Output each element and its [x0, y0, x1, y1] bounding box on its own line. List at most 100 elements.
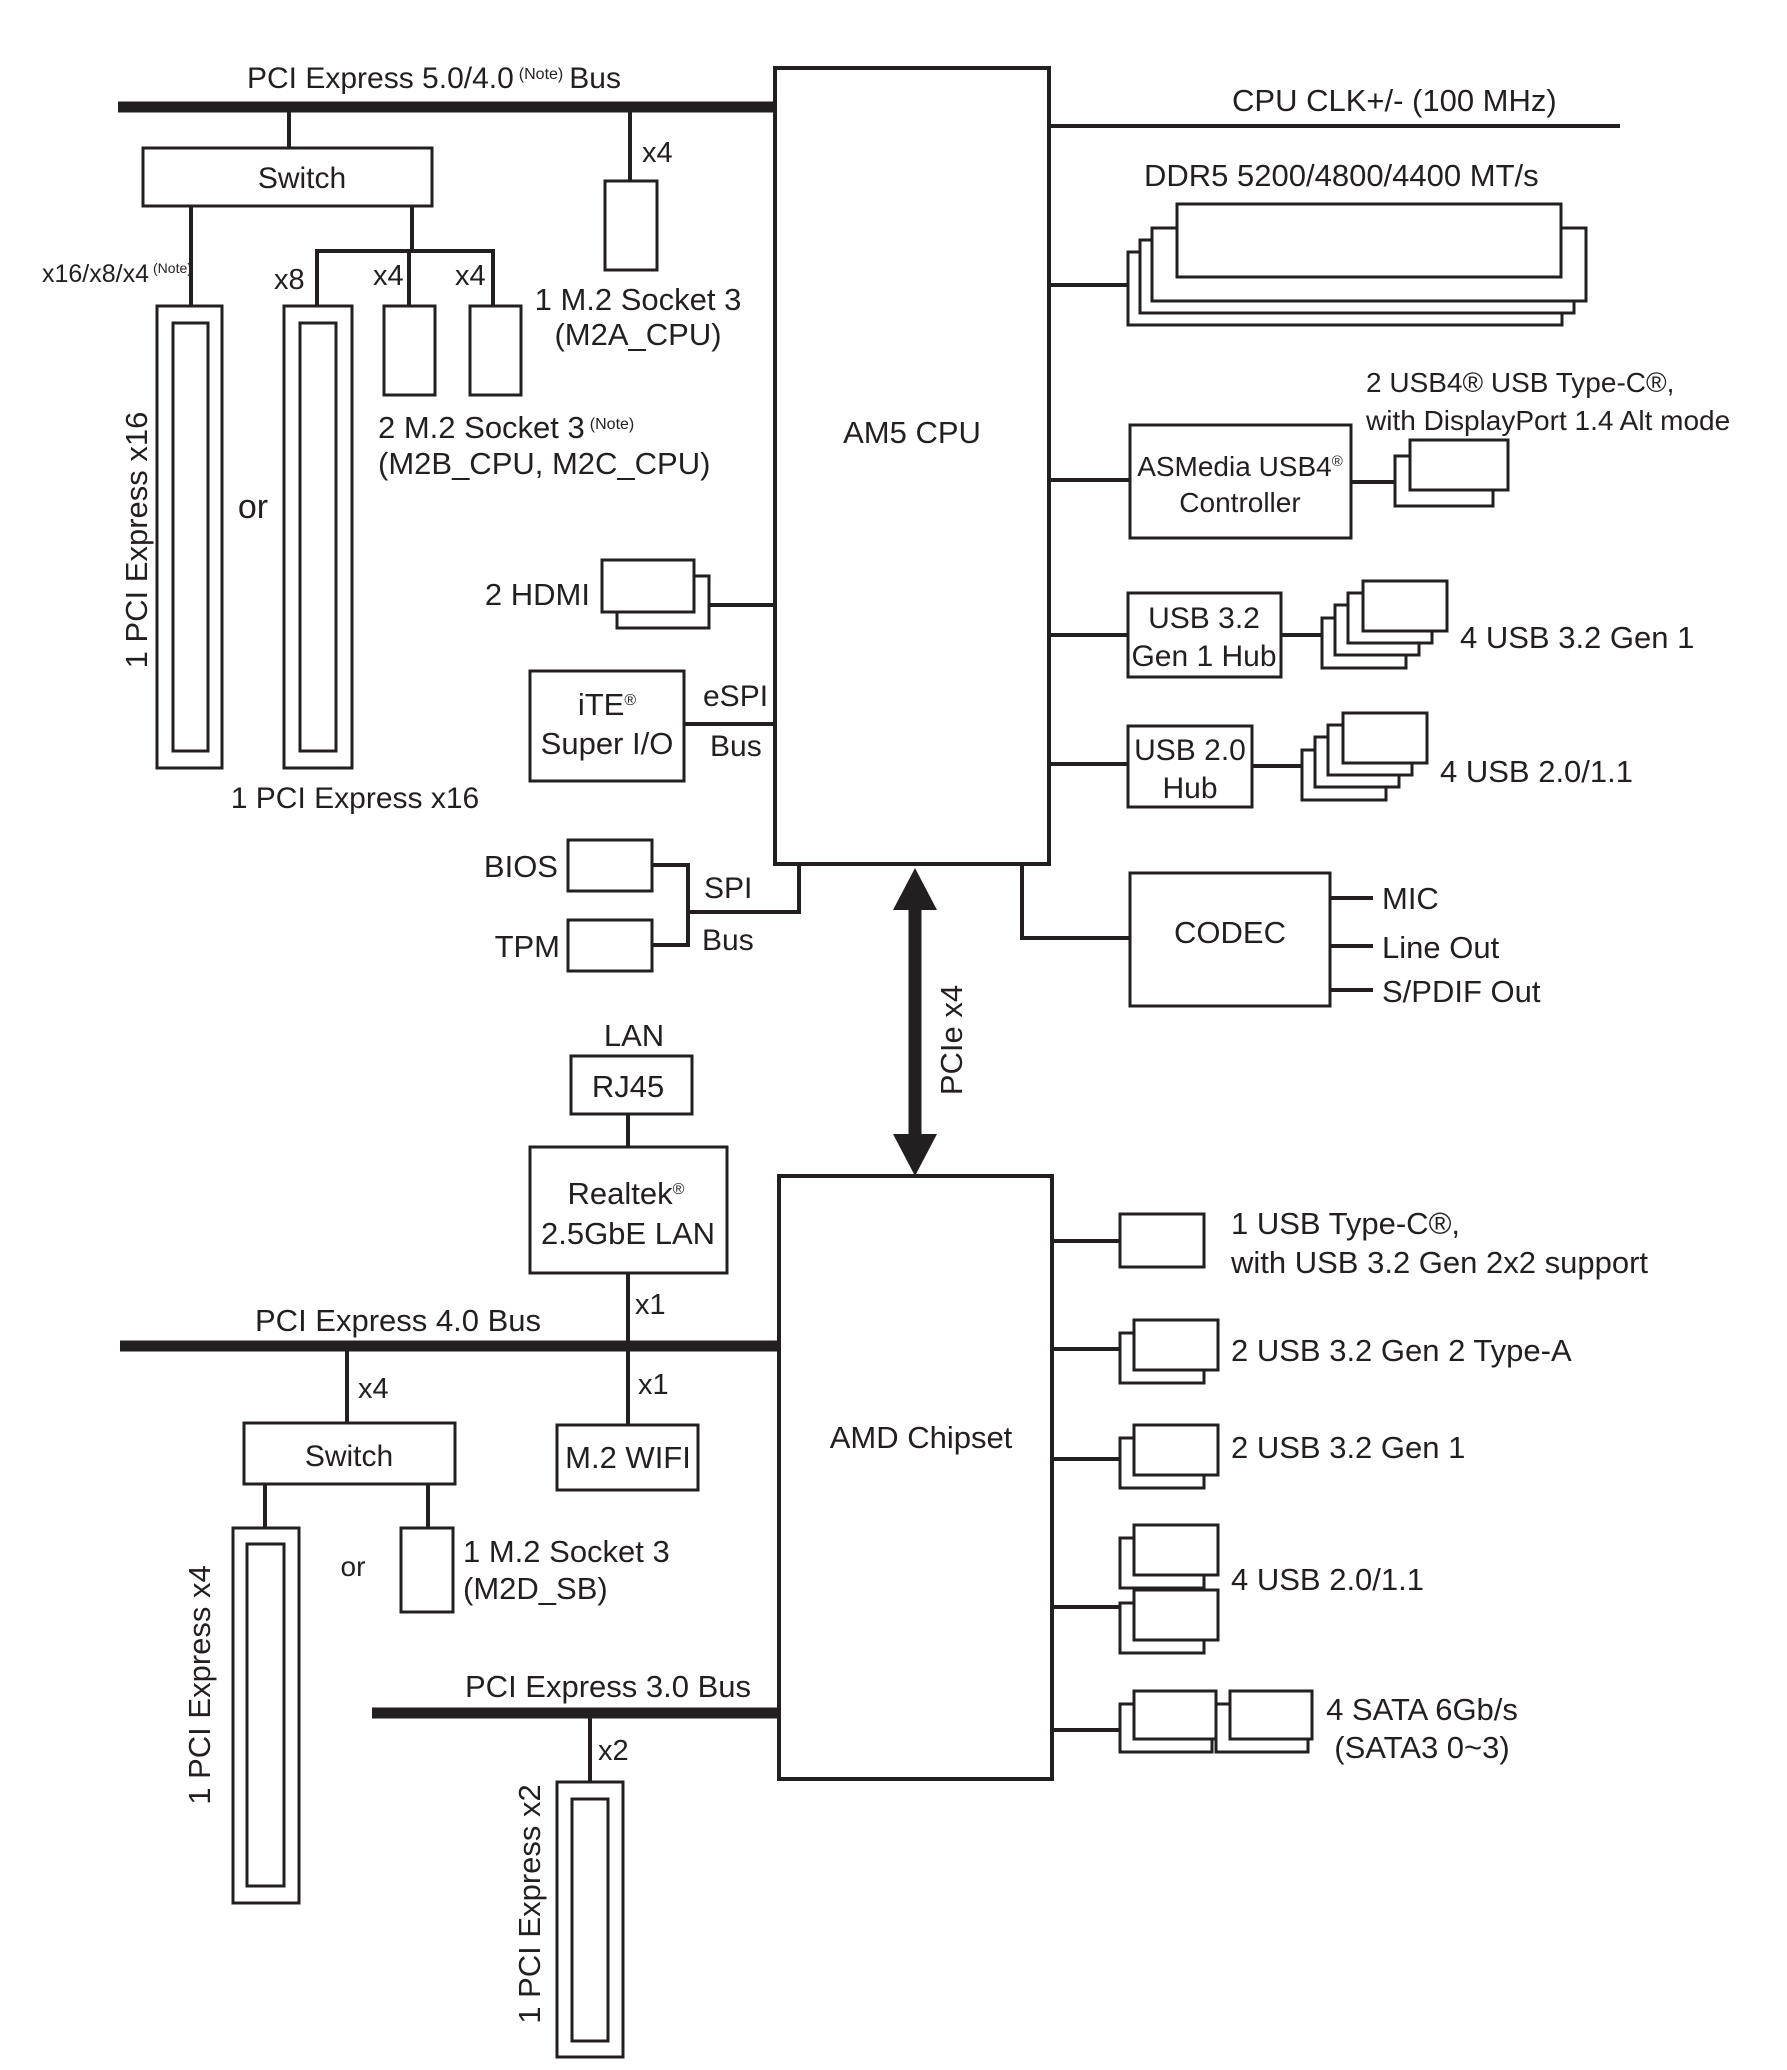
pcie-x16-slot1-label: 1 PCI Express x16 — [119, 412, 154, 669]
spi-label: SPI — [704, 872, 752, 905]
m2a-label-line1: 1 M.2 Socket 3 — [535, 282, 742, 317]
usb32-port-1 — [1361, 579, 1449, 633]
slot2-lanes-label: x8 — [274, 264, 305, 296]
pcie-x16-slot2-inner — [298, 321, 338, 753]
usb2-label: 4 USB 2.0/1.1 — [1231, 1562, 1424, 1597]
bios-label: BIOS — [484, 849, 558, 884]
pcie4-bus-label: PCI Express 4.0 Bus — [255, 1303, 541, 1338]
hdmi-port-front — [600, 558, 696, 614]
hdmi-label: 2 HDMI — [485, 577, 590, 612]
usb4-label-line2: with DisplayPort 1.4 Alt mode — [1365, 405, 1730, 436]
sata-label-line2: (SATA3 0~3) — [1334, 1730, 1509, 1765]
cpu-box — [773, 66, 1051, 866]
usb20-hub-label-line1: USB 2.0 — [1134, 734, 1246, 767]
codec-label: CODEC — [1174, 915, 1286, 950]
sata-port-front-b — [1228, 1689, 1314, 1741]
pcie5-switch-label: Switch — [258, 162, 346, 195]
m2a-socket — [603, 179, 659, 272]
tpm-box — [566, 918, 654, 973]
usb2-port-1 — [1132, 1523, 1220, 1577]
usb20-port-1 — [1341, 711, 1429, 765]
wifi-lanes-label: x1 — [638, 1369, 669, 1401]
usb4-port-front — [1408, 438, 1510, 492]
spi-bus-label: Bus — [702, 924, 754, 957]
pcie-link-arrow-down — [893, 1134, 937, 1176]
dimm-1 — [1175, 202, 1563, 279]
usb2-port-3 — [1132, 1588, 1220, 1642]
slot1-lanes-label: x16/x8/x4(Note) — [42, 260, 192, 288]
pcie-x2-slot-inner — [570, 1797, 610, 2043]
realtek-lanes-label: x1 — [635, 1289, 666, 1321]
rj45-label: RJ45 — [592, 1069, 664, 1104]
usb32-ports-label: 4 USB 3.2 Gen 1 — [1460, 620, 1694, 655]
pcie-x4-slot-label: 1 PCI Express x4 — [182, 1565, 217, 1804]
m2a-label-line2: (M2A_CPU) — [554, 317, 721, 352]
pcie3-lanes-label: x2 — [598, 1735, 629, 1767]
asmedia-label-line1: ASMedia USB4® — [1137, 451, 1343, 482]
pcie-link-label: PCIe x4 — [934, 985, 969, 1095]
pcie5-bus-label: PCI Express 5.0/4.0(Note)Bus — [247, 62, 621, 95]
pcie-x2-slot-label: 1 PCI Express x2 — [512, 1784, 547, 2023]
usb32-hub-label-line1: USB 3.2 — [1148, 602, 1260, 635]
m2c-socket — [468, 304, 523, 397]
switch2-box — [242, 1421, 457, 1486]
superio-box — [528, 669, 686, 783]
pcie-x16-slot2-label: 1 PCI Express x16 — [231, 782, 479, 815]
rj45-box — [569, 1054, 694, 1116]
gen2-port-front — [1132, 1318, 1220, 1372]
usb20-ports-label: 4 USB 2.0/1.1 — [1440, 754, 1633, 789]
tpm-label: TPM — [495, 929, 560, 964]
lan-group: LAN RJ45 Realtek® 2.5GbE LAN x1 — [528, 1018, 729, 1346]
pcie3-bus-group: PCI Express 3.0 Bus x2 1 PCI Express x2 — [372, 1669, 779, 2059]
pcie-x16-or-label: or — [238, 488, 268, 526]
chipset-right-group: 1 USB Type-C®, with USB 3.2 Gen 2x2 supp… — [1052, 1206, 1648, 1765]
usb20-hub-box — [1126, 724, 1254, 809]
espi-label: eSPI — [703, 680, 768, 713]
pcie-x16-slot1-inner — [171, 321, 210, 753]
codec-box — [1128, 871, 1332, 1008]
cpu-to-codec-line — [1020, 864, 1130, 940]
usb20-hub-label-line2: Hub — [1162, 772, 1217, 805]
typec-label-line1: 1 USB Type-C®, — [1231, 1206, 1460, 1241]
sata-port-front-a — [1132, 1689, 1218, 1741]
m2bc-label-line2: (M2B_CPU, M2C_CPU) — [378, 446, 710, 481]
switch2-lanes-label: x4 — [358, 1373, 389, 1405]
superio-label-line1: iTE® — [578, 687, 637, 722]
cpu-right-group: CPU CLK+/- (100 MHz) DDR5 5200/4800/4400… — [1020, 83, 1730, 1009]
realtek-label-line2: 2.5GbE LAN — [541, 1216, 715, 1251]
m2d-label-line2: (M2D_SB) — [463, 1571, 608, 1606]
cpu-clk-label: CPU CLK+/- (100 MHz) — [1232, 83, 1557, 118]
gen1-port-front — [1132, 1423, 1220, 1477]
m2a-lanes-label: x4 — [642, 137, 673, 169]
ddr5-label: DDR5 5200/4800/4400 MT/s — [1144, 158, 1539, 193]
switch2-label: Switch — [305, 1440, 393, 1473]
m2d-label-line1: 1 M.2 Socket 3 — [463, 1534, 670, 1569]
pcie4-bus-group: PCI Express 4.0 Bus x1 M.2 WIFI x4 Switc… — [120, 1303, 779, 1905]
m2-wifi-box — [555, 1423, 700, 1492]
pcie3-bus-label: PCI Express 3.0 Bus — [465, 1669, 751, 1704]
cpu-left-group: 2 HDMI iTE® Super I/O eSPI Bus BIOS TPM … — [484, 558, 801, 973]
realtek-label-line1: Realtek® — [568, 1176, 685, 1211]
spdif-label: S/PDIF Out — [1382, 974, 1541, 1009]
m2bc-label-line1: 2 M.2 Socket 3(Note) — [378, 410, 634, 445]
typec-label-line2: with USB 3.2 Gen 2x2 support — [1230, 1245, 1648, 1280]
chipset-label: AMD Chipset — [830, 1420, 1013, 1455]
sata-label-line1: 4 SATA 6Gb/s — [1326, 1692, 1518, 1727]
m2b-lanes-label: x4 — [373, 260, 404, 292]
spi-to-cpu-line — [688, 864, 801, 914]
chipset-box — [777, 1174, 1054, 1781]
pcie5-bus-group: PCI Express 5.0/4.0(Note)Bus Switch x16/… — [42, 62, 775, 815]
m2d-socket — [399, 1526, 455, 1614]
usb32-hub-box — [1126, 591, 1283, 679]
usb32-hub-label-line2: Gen 1 Hub — [1131, 640, 1276, 673]
cpu-label: AM5 CPU — [843, 415, 981, 450]
pcie-x4-slot-inner — [245, 1542, 286, 1888]
pcie5-switch-box — [141, 146, 434, 208]
typec-port — [1118, 1212, 1206, 1269]
cpu-chipset-link: PCIe x4 — [893, 868, 969, 1176]
pcie-link-arrow-up — [893, 868, 937, 910]
superio-label-line2: Super I/O — [541, 726, 674, 761]
bios-box — [566, 838, 654, 893]
switch2-or-label: or — [341, 1551, 366, 1582]
lan-title: LAN — [604, 1018, 664, 1053]
